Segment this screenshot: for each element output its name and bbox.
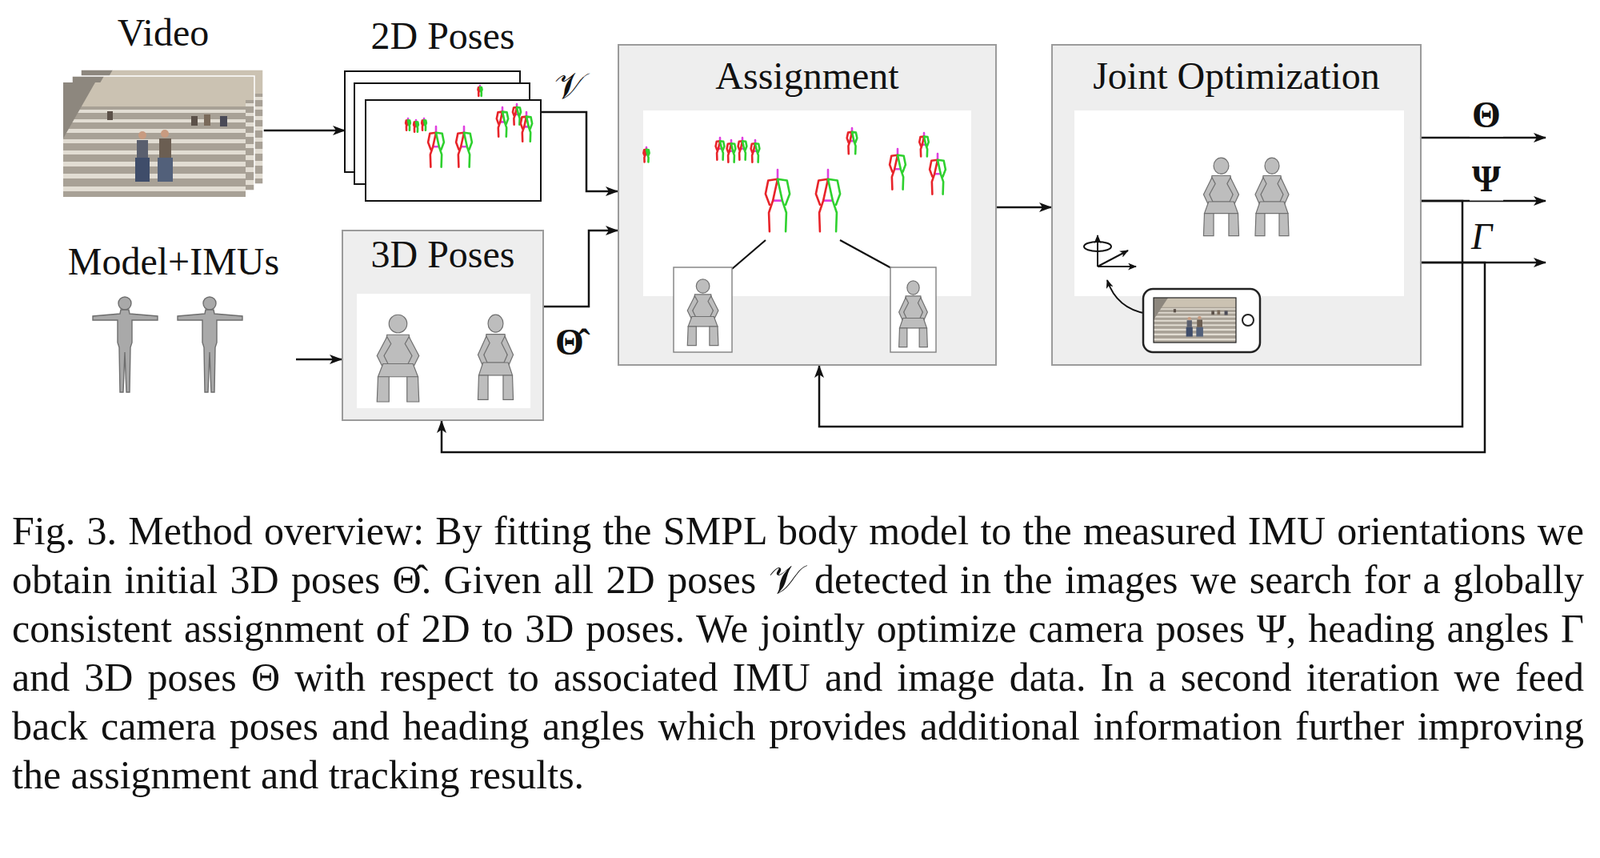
video-frames (63, 69, 264, 197)
process-box: Joint Optimization (1051, 44, 1422, 366)
leader-line (732, 240, 893, 269)
output-arrow (1421, 136, 1546, 140)
model-input: Model+IMUs (51, 240, 296, 396)
skeleton (456, 126, 472, 168)
skeleton (428, 126, 444, 168)
panel-canvas (643, 110, 972, 296)
pointer-arrow (1107, 280, 1148, 314)
skeleton (716, 137, 725, 160)
figure-caption: Fig. 3. Method overview: By fitting the … (12, 506, 1584, 800)
box-heading: Video (117, 11, 209, 55)
skeleton (405, 118, 411, 131)
skeleton (477, 85, 482, 96)
t-pose-figure (177, 296, 243, 392)
skeleton (727, 140, 736, 163)
body-figure (1203, 157, 1239, 236)
label-holder: Θ (1469, 94, 1504, 137)
pose-frame (354, 83, 530, 184)
skeleton (421, 118, 427, 131)
skeleton (765, 169, 790, 232)
flow-arrow (996, 206, 1052, 209)
pose-frames: 2D Poses (344, 14, 541, 201)
panel-canvas (356, 293, 531, 408)
t-pose-figure (92, 296, 158, 392)
body-figure (477, 314, 513, 400)
edge-label-holder: Θ̂ (552, 321, 587, 364)
phone-body (1143, 288, 1260, 352)
body-figure (687, 279, 719, 346)
box-heading: 3D Poses (370, 231, 515, 276)
caption-holder: Fig. 3. Method overview: By fitting the … (12, 506, 1584, 800)
frame-edge (72, 76, 255, 191)
label-holder: Γ (1468, 216, 1495, 259)
phone-screen-edge (1153, 297, 1236, 343)
phone-button (1242, 314, 1254, 326)
flow-arrow (263, 129, 345, 132)
output-symbol: Γ (1468, 216, 1495, 259)
skeleton (643, 147, 649, 162)
output-symbol: Ψ (1469, 158, 1504, 201)
axis (1097, 265, 1136, 268)
process-box: Assignment (617, 44, 997, 366)
thumbnail (673, 267, 732, 352)
phone (1143, 288, 1260, 352)
video-frame (80, 69, 264, 184)
video-frame (63, 82, 246, 197)
process-box: 3D Poses (341, 229, 544, 421)
box-heading: 2D Poses (370, 14, 515, 58)
box-heading: Joint Optimization (1092, 45, 1380, 98)
video-frame (72, 76, 255, 191)
phone-screen (1153, 297, 1236, 343)
skeleton (929, 153, 946, 195)
output-symbol: Θ (1469, 94, 1504, 137)
axis (1096, 235, 1099, 267)
rotation-ring (1084, 241, 1112, 252)
box-heading: Model+IMUs (68, 240, 280, 284)
skeleton (520, 112, 532, 142)
flow-arrow (544, 230, 618, 307)
body-figure (376, 314, 420, 402)
skeleton (512, 104, 521, 125)
edge-label-holder: 𝒱 (552, 65, 588, 108)
video-input: Video (63, 11, 264, 197)
skeleton (889, 148, 906, 190)
thumbnail (890, 267, 936, 352)
pose-frame (344, 71, 520, 172)
body-figure (899, 280, 928, 348)
flow-arrow (540, 112, 618, 192)
box-heading: Assignment (715, 45, 899, 98)
panel-canvas (1074, 110, 1404, 296)
skeleton (496, 107, 508, 137)
camera-axes (1084, 235, 1148, 314)
skeleton (413, 120, 419, 132)
flow-arrow (296, 358, 342, 361)
frame-edge (80, 69, 264, 184)
skeleton (816, 169, 840, 232)
skeleton (847, 128, 858, 154)
edge-label: 𝒱 (552, 65, 588, 108)
skeleton (919, 132, 929, 156)
skeleton (738, 137, 748, 160)
label-holder: Ψ (1469, 158, 1504, 201)
axis (1097, 250, 1128, 267)
edge-label: Θ̂ (552, 321, 587, 364)
body-figure (1255, 157, 1289, 236)
skeleton (751, 140, 760, 163)
pose-frame (365, 100, 541, 201)
pose-frames (344, 71, 541, 201)
